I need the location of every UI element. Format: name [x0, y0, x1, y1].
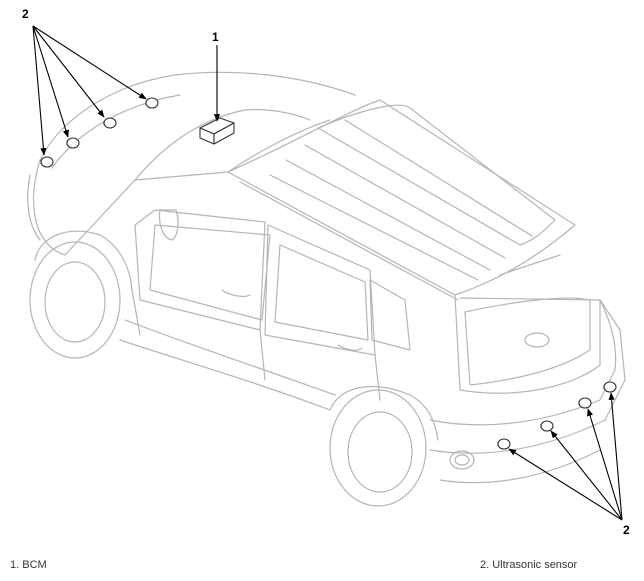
rear-sensor-2	[540, 420, 554, 432]
rear-sensor-callout-number: 2	[623, 523, 630, 537]
legend-item-ultrasonic-sensor: 2. Ultrasonic sensor	[480, 559, 578, 571]
rear-sensor-1	[497, 438, 511, 450]
front-sensor-1	[145, 97, 159, 109]
bcm-module	[199, 117, 235, 145]
rear-leader-line-4	[608, 392, 623, 521]
front-leader-line-1	[32, 25, 147, 100]
front-leader-line-3	[32, 25, 69, 138]
front-leader-line-4	[32, 25, 47, 156]
legend-item-bcm: 1. BCM	[10, 559, 47, 571]
vehicle-outline	[27, 71, 626, 507]
rear-leader-line-2	[550, 430, 623, 521]
rear-leader-line-1	[508, 448, 623, 521]
vehicle-component-diagram	[27, 25, 626, 521]
front-leader-line-2	[32, 25, 105, 118]
rear-sensor-3	[578, 397, 592, 409]
front-sensor-2	[103, 117, 117, 129]
leader-lines	[32, 25, 623, 521]
rear-sensor-4	[603, 381, 617, 393]
front-sensor-4	[40, 156, 54, 168]
front-ultrasonic-sensors	[40, 97, 159, 168]
front-sensor-callout-number: 2	[22, 7, 29, 21]
rear-leader-line-3	[587, 408, 623, 521]
bcm-callout-number: 1	[212, 30, 219, 44]
front-sensor-3	[66, 137, 80, 149]
rear-ultrasonic-sensors	[497, 381, 617, 450]
